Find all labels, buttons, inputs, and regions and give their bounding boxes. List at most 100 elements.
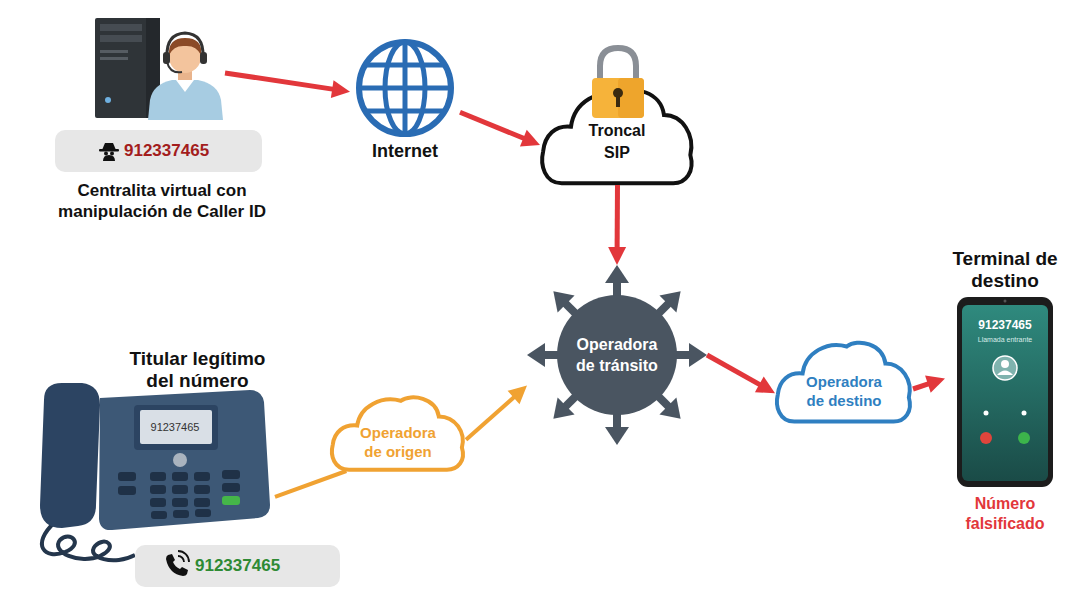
- desk-phone: [40, 383, 100, 528]
- internet-node: Internet: [350, 38, 460, 166]
- smartphone: [957, 297, 1053, 487]
- connector-arrow: [466, 386, 527, 440]
- node-heading: Titular legítimo del número: [115, 348, 280, 392]
- smartphone: [997, 371, 1013, 376]
- server-tower: [100, 35, 142, 42]
- desk-phone: [40, 383, 270, 560]
- screen-status: Llamada entrante: [957, 335, 1053, 344]
- phone-handset-icon: [166, 551, 189, 576]
- desk-phone: [194, 472, 210, 481]
- desk-phone: [150, 498, 166, 507]
- connector-line: [275, 471, 346, 497]
- hub-spike: [527, 343, 561, 367]
- operator-person: [178, 68, 192, 82]
- pbx-node: 912337465Centralita virtual con manipula…: [55, 18, 225, 175]
- transit-hub: Operadora de tránsito: [527, 265, 707, 445]
- desk-phone: [99, 390, 270, 530]
- connector-arrow: [608, 185, 626, 265]
- globe-icon: [366, 63, 444, 68]
- globe-icon: [385, 42, 425, 134]
- globe-icon: [366, 109, 444, 114]
- spoofer-icon: [99, 149, 119, 152]
- globe-icon: [403, 42, 408, 134]
- hub-spike: [605, 427, 629, 445]
- spoofer-icon: [99, 143, 119, 161]
- padlock-icon: [592, 78, 644, 118]
- caller-id-pill: 912337465: [55, 130, 262, 172]
- smartphone: [980, 432, 992, 444]
- smartphone: [993, 356, 1017, 380]
- spoofer-icon: [102, 143, 116, 150]
- arrow-head: [925, 376, 945, 393]
- destination-carrier-cloud: Operadora de destino: [775, 338, 913, 423]
- globe-icon: [359, 42, 451, 134]
- padlock-icon: [613, 88, 623, 98]
- connector-line: [460, 112, 527, 139]
- arrow-head: [608, 247, 626, 265]
- smartphone: [1018, 432, 1030, 444]
- hub-spike: [605, 411, 629, 445]
- hub-spike: [659, 283, 689, 313]
- node-label: Operadora de origen: [358, 423, 438, 461]
- node-label: Operadora de destino: [804, 372, 884, 410]
- operator-person: [148, 80, 223, 120]
- phone-handset-icon: [166, 554, 188, 576]
- operator-person: [169, 38, 201, 55]
- desk-phone: [172, 498, 188, 507]
- operator-person: [176, 80, 194, 92]
- desk-phone: [140, 410, 212, 444]
- arrow-head: [520, 130, 540, 147]
- arrow-head: [331, 80, 350, 98]
- connector-arrow: [275, 471, 346, 497]
- desk-phone: [173, 510, 189, 518]
- desk-phone: [151, 511, 167, 519]
- arrow-head: [508, 386, 527, 405]
- sip-trunk-cloud: Troncal SIP: [540, 85, 695, 185]
- desk-phone: [222, 483, 240, 492]
- node-label: Troncal SIP: [581, 120, 653, 164]
- padlock-icon: [592, 48, 644, 118]
- server-tower: [100, 24, 142, 31]
- hub-spike: [545, 397, 575, 427]
- cloud-outline: [332, 397, 463, 469]
- smartphone: [1004, 300, 1007, 303]
- smartphone: [1022, 411, 1027, 416]
- operator-person: [169, 41, 201, 73]
- desk-phone: [150, 485, 166, 494]
- node-label: Internet: [350, 140, 460, 162]
- connector-arrow: [707, 355, 775, 393]
- globe-icon: [359, 42, 451, 134]
- hub-spike: [605, 265, 629, 283]
- phone-handset-icon: [178, 551, 189, 562]
- destination-phone-node: Terminal de destino91237465Llamada entra…: [945, 248, 1065, 538]
- hub-spike: [545, 283, 575, 313]
- desk-phone: [150, 472, 166, 481]
- desk-phone: [173, 453, 187, 467]
- operator-person: [167, 62, 182, 72]
- server-tower: [146, 18, 160, 118]
- connector-arrow: [913, 376, 945, 393]
- server-tower: [95, 18, 160, 118]
- cloud-outline: [542, 91, 691, 184]
- node-caption: Centralita virtual con manipulación de C…: [33, 180, 291, 222]
- desk-phone: [118, 486, 136, 495]
- server-tower: [100, 57, 128, 60]
- node-label: Operadora de tránsito: [569, 334, 665, 376]
- padlock-icon: [618, 78, 644, 118]
- origin-carrier-cloud: Operadora de origen: [330, 393, 466, 471]
- hub-spike: [527, 343, 545, 367]
- screen-number: 91237465: [140, 420, 210, 434]
- smartphone: [1001, 360, 1009, 368]
- hub-shape: [527, 265, 707, 445]
- connector-line: [466, 395, 516, 440]
- operator-person: [148, 33, 223, 120]
- hub-spike: [689, 343, 707, 367]
- desk-phone: [118, 472, 136, 481]
- desk-phone: [172, 485, 188, 494]
- caller-id-pill: 912337465: [135, 545, 340, 587]
